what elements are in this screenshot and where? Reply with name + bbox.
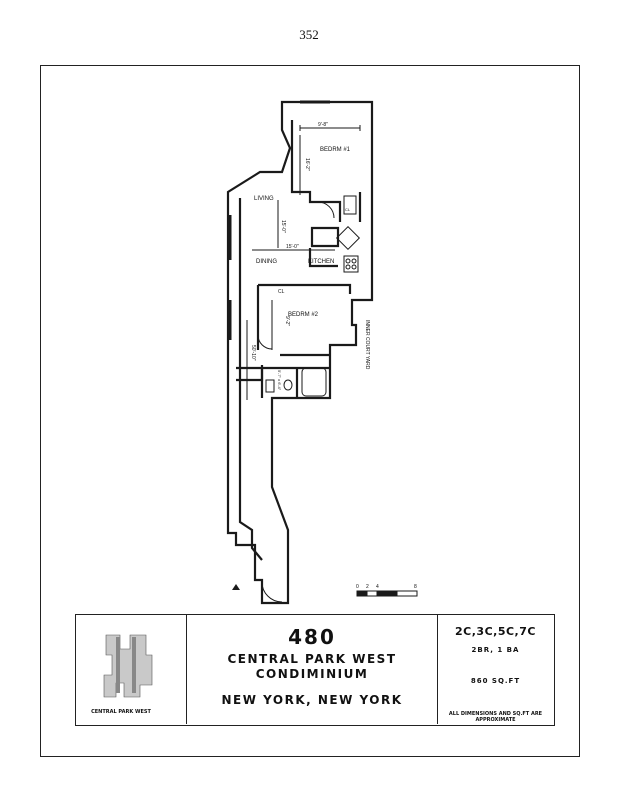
dim-bedroom1-length: 16'-2" [304,158,310,171]
room-label-kitchen: KITCHEN [308,259,334,265]
building-name: CENTRAL PARK WEST [227,652,397,666]
exterior-wall [226,100,374,605]
dim-bedroom2-length: 9'-2" [284,316,290,326]
dim-hall-length: 50'-10" [250,345,256,361]
dim-dining-width: 15'-0" [286,244,299,250]
key-plan: CENTRAL PARK WEST [76,615,187,724]
courtyard-label: INNER COURT YARD [364,320,370,370]
sink [335,225,361,251]
room-label-closet-2: CL [345,207,351,212]
title-block: CENTRAL PARK WEST 480 CENTRAL PARK WEST … [75,614,555,726]
scale-tick-2: 2 [366,584,369,590]
bathtub [301,367,327,397]
square-footage: 860 SQ.FT [470,677,521,685]
address-number: 480 [288,625,336,649]
fridge [343,195,357,215]
hall-closet [236,366,264,382]
bedroom2-door [257,334,273,350]
scale-tick-4: 4 [376,584,379,590]
scale-tick-8: 8 [414,584,417,590]
room-label-bedroom1: BEDRM #1 [320,147,351,153]
north-arrow-icon [232,584,240,590]
scale-tick-0: 0 [356,584,359,590]
unit-list: 2C,3C,5C,7C [455,625,536,638]
dim-living-length: 15'-0" [280,220,286,233]
key-plan-drawing [103,634,153,698]
room-label-living: LIVING [254,196,274,202]
dim-bath: 5'-7" x 6'-4" [277,370,282,391]
entry-door [261,581,283,603]
key-plan-label: CENTRAL PARK WEST [91,709,151,715]
drawing-sheet-border [40,65,580,757]
room-count: 2BR, 1 BA [471,646,520,654]
bedroom1-wall [290,120,342,222]
city: NEW YORK, NEW YORK [221,693,403,707]
bedroom1-door [317,201,335,219]
bedroom2-wall [258,283,352,294]
room-label-dining: DINING [256,259,277,265]
room-label-bedroom2: BEDRM #2 [288,312,319,318]
title-main: 480 CENTRAL PARK WEST CONDIMINIUM NEW YO… [187,615,438,724]
toilet [283,379,293,391]
dim-bedroom1-width: 9'-8" [318,122,328,128]
kitchen-wall [308,248,338,268]
range [343,255,359,273]
room-label-closet: CL [278,289,285,295]
kitchen-counter [310,226,340,248]
hall-inner-wall [238,198,263,561]
vanity [265,379,275,393]
page-number: 352 [299,27,319,42]
building-type: CONDIMINIUM [255,667,369,681]
disclaimer: ALL DIMENSIONS AND SQ.FT ARE APPROXIMATE [448,711,543,723]
unit-info: 2C,3C,5C,7C 2BR, 1 BA 860 SQ.FT ALL DIME… [438,615,553,724]
